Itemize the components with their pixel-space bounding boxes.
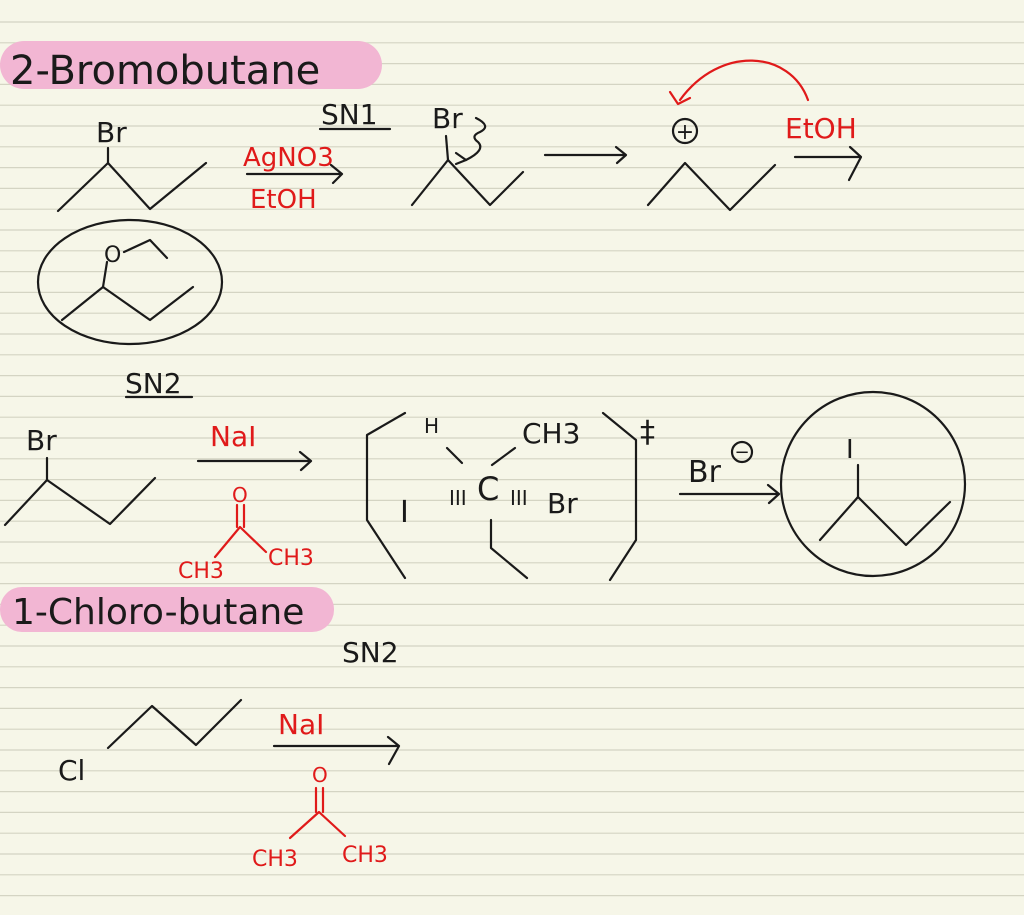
reactant3-cl-label: Cl (58, 754, 85, 787)
leaving-curved-arrow (464, 116, 487, 162)
product1-oxygen: O (104, 243, 121, 268)
section1-mechanism-label: SN1 (321, 98, 378, 131)
section3-reagent-nai: NaI (278, 708, 324, 741)
product2-iodine: I (846, 435, 854, 465)
acetone3-oxygen: O (312, 763, 328, 787)
acetone3-ch3-right: CH3 (342, 843, 388, 868)
intermediate1-c-br-bond (444, 134, 450, 162)
nucleophile-attack-arrow-head (668, 90, 692, 106)
intermediate1-skeleton (410, 158, 525, 207)
ruled-lines (0, 21, 1024, 897)
section3-reaction-arrow (272, 735, 401, 766)
ts-dagger: ‡ (640, 415, 655, 450)
product1-circle (36, 218, 224, 346)
carbocation-charge-circle (671, 117, 699, 145)
ts-h-bond (445, 446, 464, 465)
section2-mechanism-label: SN2 (125, 367, 182, 400)
acetone2-oxygen: O (232, 483, 248, 507)
product1-c-o-bond (101, 260, 109, 289)
section1-reagent-agno3: AgNO3 (243, 143, 334, 173)
leaving-charge-circle (730, 440, 754, 464)
reactant2-br-label: Br (26, 424, 57, 457)
section1-title-highlight (0, 41, 382, 89)
ts-iodine: I (400, 495, 409, 530)
ts-left-bracket (365, 411, 407, 580)
ts-ethyl-bond (489, 518, 529, 580)
acetone2-skeleton (213, 525, 268, 559)
acetone2-ch3-left: CH3 (178, 559, 224, 584)
product1-ethyl (122, 238, 169, 260)
ts-right-bracket (601, 411, 638, 582)
section3-title: 1-Chloro-butane (12, 592, 304, 633)
product1-skeleton (60, 285, 195, 322)
acetone2-ch3-right: CH3 (268, 546, 314, 571)
section3-title-highlight (0, 587, 334, 632)
carbocation-skeleton (646, 161, 777, 212)
leaving-charge: − (734, 442, 749, 463)
ts-partial-bond-right: III (510, 486, 528, 510)
acetone3-ch3-left: CH3 (252, 847, 298, 872)
product2-circle (779, 390, 967, 578)
ts-carbon: C (477, 470, 499, 508)
nucleophile-attack-arrow (678, 59, 810, 102)
acetone3-skeleton (288, 810, 347, 840)
ts-ch3: CH3 (522, 417, 580, 450)
intermediate1-br-label: Br (432, 102, 463, 135)
section1-reaction-arrow (245, 163, 344, 185)
section1-reagent-etoh: EtOH (250, 185, 317, 215)
reactant2-skeleton (3, 476, 157, 527)
reactant1-br-label: Br (96, 116, 127, 149)
reactant1-skeleton (56, 161, 208, 213)
leaving-group-br: Br (688, 455, 722, 490)
ts-ch3-bond (490, 446, 517, 467)
section2-reaction-arrow (196, 450, 313, 472)
ts-hydrogen: H (424, 414, 439, 438)
section1-nucleophile: EtOH (785, 112, 857, 145)
section2-product-arrow (678, 483, 781, 505)
step-arrow-1 (543, 145, 628, 165)
reactant3-skeleton (106, 698, 243, 750)
ts-bromine: Br (547, 487, 578, 520)
product2-skeleton (818, 495, 952, 547)
ts-partial-bond-left: III (449, 486, 467, 510)
section2-reagent-nai: NaI (210, 420, 256, 453)
leaving-arrow-head (454, 151, 468, 166)
section1-title: 2-Bromobutane (10, 48, 320, 94)
section3-mechanism-label: SN2 (342, 636, 399, 669)
carbocation-charge: + (676, 120, 694, 145)
step-arrow-2 (793, 145, 863, 182)
